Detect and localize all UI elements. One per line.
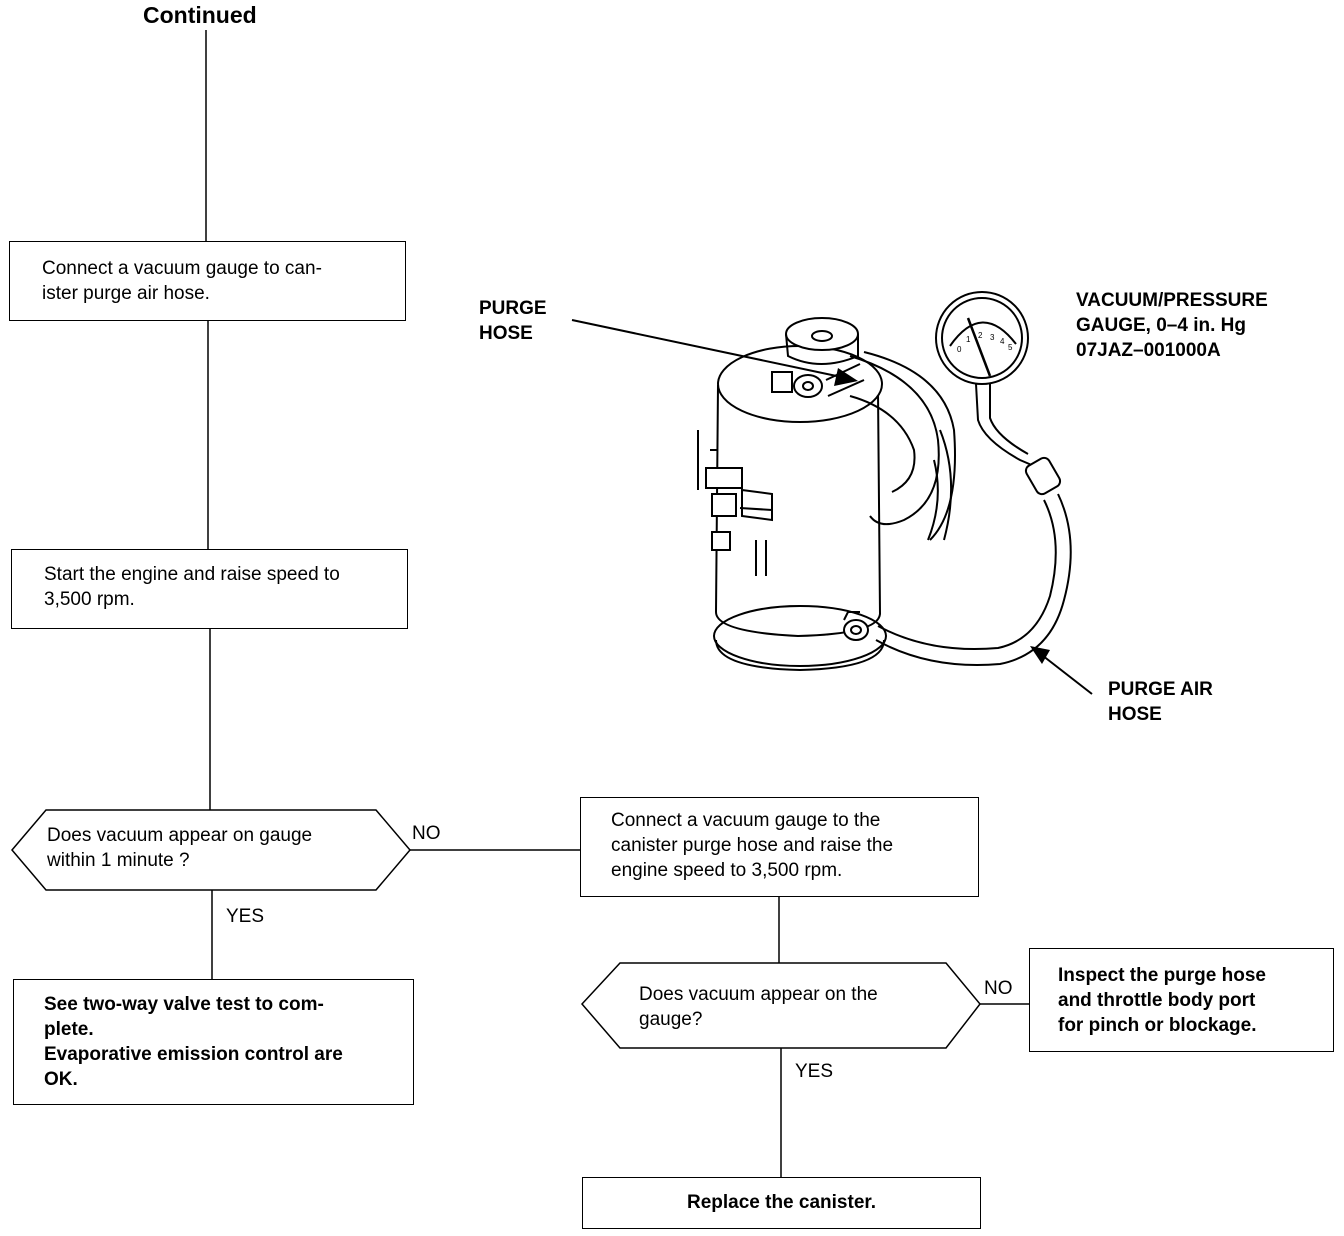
decision-2-text: Does vacuum appear on the gauge? — [639, 984, 878, 1030]
canister-illustration: 0 1 2 3 4 5 — [697, 291, 1072, 672]
canister-bracket — [705, 467, 743, 489]
svg-text:5: 5 — [1008, 343, 1013, 352]
hose-connector — [1024, 456, 1062, 496]
branch-yes-2: YES — [795, 1061, 834, 1082]
svg-text:3: 3 — [990, 333, 995, 342]
branch-yes-1: YES — [226, 906, 265, 927]
gauge-hose — [975, 383, 1035, 467]
purge-air-hose-leader — [1037, 651, 1093, 695]
label-purge-hose: PURGE HOSE — [479, 298, 547, 344]
canister-base-ring — [713, 605, 887, 667]
label-purge-air-hose: PURGE AIR HOSE — [1108, 679, 1213, 725]
canister-bottom — [715, 639, 885, 672]
label-vacuum-pressure-gauge: VACUUM/PRESSURE GAUGE, 0–4 in. Hg 07JAZ–… — [1076, 290, 1268, 361]
svg-text:1: 1 — [966, 335, 971, 344]
purge-air-hose — [875, 493, 1072, 666]
canister-top-cap — [785, 317, 859, 351]
vacuum-gauge-dial — [935, 291, 1029, 385]
step-start-engine: Start the engine and raise speed to 3,50… — [11, 549, 408, 629]
result-inspect-text: Inspect the purge hose and throttle body… — [1058, 965, 1266, 1036]
result-inspect-box: Inspect the purge hose and throttle body… — [1029, 948, 1334, 1052]
connector-lines — [205, 30, 1029, 1177]
purge-hose-arrowhead — [834, 368, 858, 386]
branch-no-1: NO — [412, 823, 441, 844]
purge-hose-leader — [571, 319, 847, 379]
svg-text:2: 2 — [978, 331, 983, 340]
step-start-engine-text: Start the engine and raise speed to 3,50… — [44, 564, 340, 610]
svg-text:0: 0 — [957, 345, 962, 354]
svg-text:4: 4 — [1000, 337, 1005, 346]
canister-body — [714, 384, 882, 638]
decision-2-shape — [580, 962, 981, 1049]
purge-air-hose-arrowhead — [1030, 646, 1050, 664]
step-connect-purge-hose-text: Connect a vacuum gauge to the canister p… — [611, 810, 894, 881]
leader-lines — [571, 319, 1093, 695]
result-replace-text: Replace the canister. — [686, 1192, 877, 1213]
result-ok-text: See two-way valve test to com- plete. Ev… — [44, 994, 343, 1090]
step-connect-purge-air-hose-text: Connect a vacuum gauge to can- ister pur… — [42, 258, 322, 304]
step-connect-purge-air-hose: Connect a vacuum gauge to can- ister pur… — [9, 241, 406, 321]
branch-no-2: NO — [984, 978, 1013, 999]
page-title: Continued — [143, 2, 257, 28]
purge-port — [793, 374, 823, 398]
vacuum-gauge-needle — [966, 317, 992, 377]
result-replace-box: Replace the canister. — [582, 1177, 981, 1229]
step-connect-purge-hose: Connect a vacuum gauge to the canister p… — [580, 797, 979, 897]
result-ok-box: See two-way valve test to com- plete. Ev… — [13, 979, 414, 1105]
decision-1-shape — [11, 809, 411, 891]
decision-1-text: Does vacuum appear on gauge within 1 min… — [47, 825, 313, 871]
